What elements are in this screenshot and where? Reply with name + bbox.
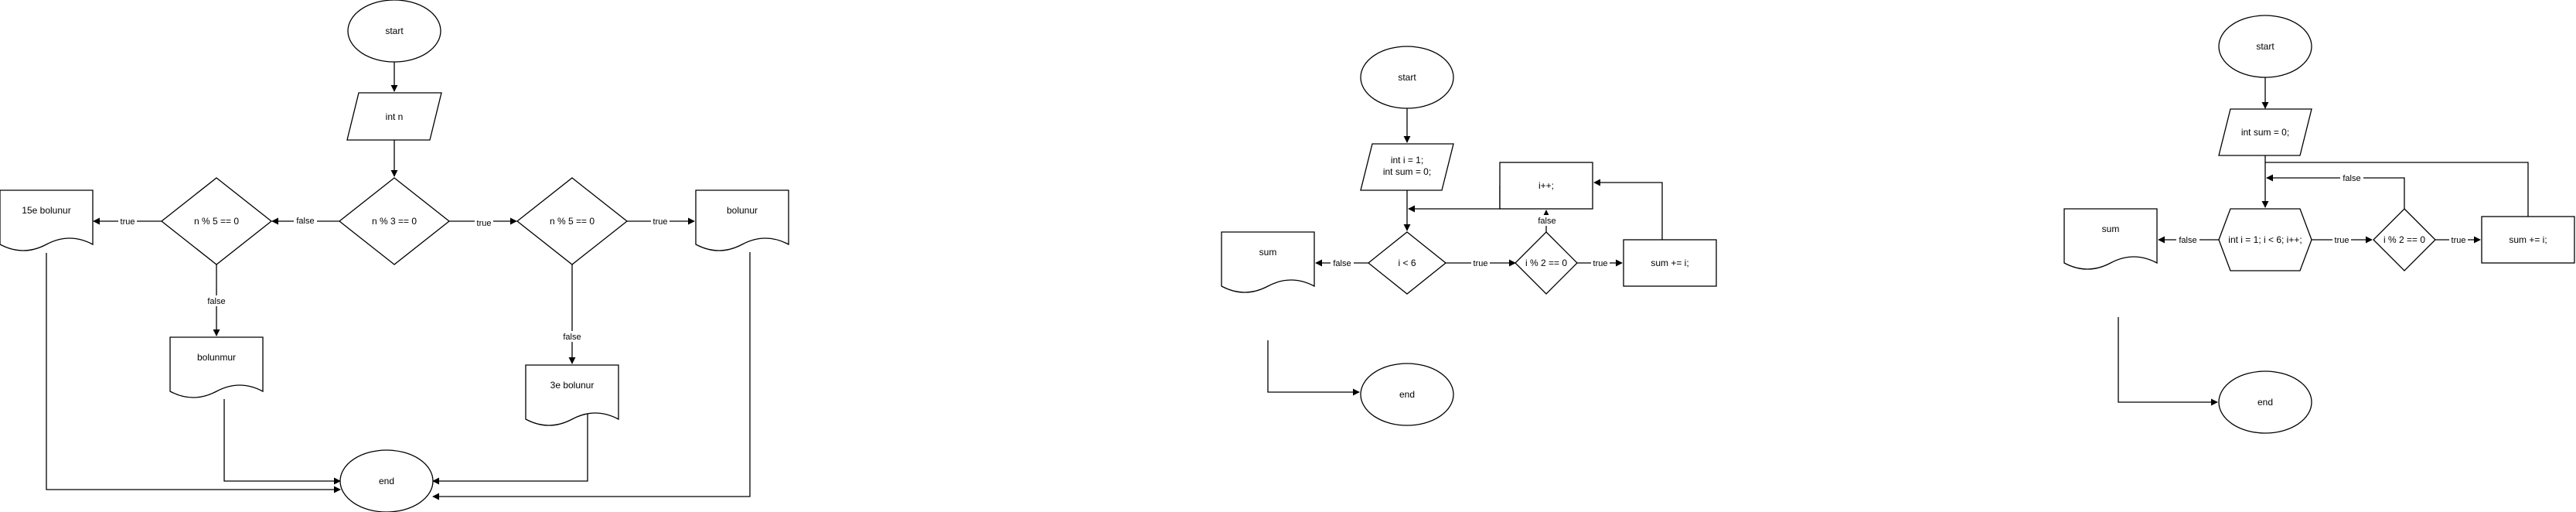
svg-text:true: true: [477, 219, 492, 228]
node-add[interactable]: sum += i;: [2481, 216, 2575, 264]
edge-label-loop-false: false: [1331, 258, 1354, 268]
node-out-bolunmur[interactable]: bolunmur: [169, 336, 264, 398]
edge-label-left-true: true: [118, 216, 137, 227]
edge-label-loop-false: false: [2176, 234, 2199, 245]
svg-text:int n: int n: [386, 111, 404, 122]
svg-text:true: true: [2335, 236, 2349, 245]
svg-text:sum: sum: [1259, 247, 1277, 258]
edge-label-loop-true: true: [2332, 234, 2351, 245]
flowchart-2: false true true false start int i = 1; i…: [1221, 46, 1717, 426]
node-cond-even[interactable]: i % 2 == 0: [1515, 231, 1578, 295]
node-out-sum[interactable]: sum: [1221, 231, 1315, 293]
node-init[interactable]: int i = 1; int sum = 0;: [1360, 143, 1454, 191]
edge-label-even-false: false: [1535, 215, 1559, 226]
svg-text:bolunur: bolunur: [727, 205, 758, 216]
edge-label-mod3-false: false: [294, 215, 317, 226]
svg-text:true: true: [2452, 236, 2466, 245]
svg-text:false: false: [2179, 236, 2196, 245]
svg-text:false: false: [563, 333, 581, 342]
node-cond-mod3[interactable]: n % 3 == 0: [338, 177, 451, 265]
svg-text:n % 5 == 0: n % 5 == 0: [550, 216, 595, 227]
svg-text:start: start: [1398, 72, 1416, 83]
node-end[interactable]: end: [2218, 370, 2312, 434]
node-start[interactable]: start: [347, 0, 441, 63]
edge-label-right-true: true: [651, 216, 670, 227]
svg-text:n % 3 == 0: n % 3 == 0: [372, 216, 417, 227]
node-out-sum[interactable]: sum: [2063, 208, 2158, 270]
svg-text:false: false: [1333, 259, 1351, 268]
svg-text:false: false: [1538, 217, 1555, 226]
svg-text:i % 2 == 0: i % 2 == 0: [2383, 234, 2425, 245]
svg-text:sum += i;: sum += i;: [1651, 258, 1688, 268]
edge-label-even-false: false: [2340, 172, 2363, 183]
svg-text:i++;: i++;: [1538, 180, 1554, 191]
svg-text:int sum = 0;: int sum = 0;: [1383, 166, 1431, 177]
edge-label-right-false: false: [561, 331, 584, 342]
edge-add-to-increment: [1593, 179, 1663, 240]
edge-bolunmur-to-end: [223, 399, 341, 485]
svg-text:sum: sum: [2102, 224, 2120, 234]
node-increment[interactable]: i++;: [1499, 162, 1593, 210]
svg-text:int i = 1; i < 6; i++;: int i = 1; i < 6; i++;: [2228, 234, 2302, 245]
svg-text:false: false: [207, 297, 225, 306]
svg-text:end: end: [1399, 389, 1415, 400]
flowchart-3: false true true false start int sum = 0;…: [2063, 15, 2575, 434]
node-cond-even[interactable]: i % 2 == 0: [2373, 208, 2436, 271]
svg-text:false: false: [296, 217, 314, 226]
edge-label-even-true: true: [2449, 234, 2468, 245]
svg-text:true: true: [1593, 259, 1608, 268]
flowchart-2-edges: [1267, 108, 1663, 396]
svg-text:start: start: [385, 26, 404, 36]
node-cond-mod5-left[interactable]: n % 5 == 0: [160, 177, 273, 265]
svg-text:i % 2 == 0: i % 2 == 0: [1525, 258, 1567, 268]
node-init[interactable]: int sum = 0;: [2218, 108, 2312, 156]
edge-label-left-false: false: [205, 295, 228, 306]
edge-sum-to-end: [1267, 340, 1360, 396]
svg-text:n % 5 == 0: n % 5 == 0: [194, 216, 239, 227]
node-out-bolunur[interactable]: bolunur: [695, 189, 789, 251]
svg-text:true: true: [653, 217, 668, 227]
edge-label-even-true: true: [1591, 258, 1610, 268]
svg-text:true: true: [121, 217, 135, 227]
node-add[interactable]: sum += i;: [1623, 239, 1717, 287]
svg-text:end: end: [379, 476, 394, 486]
edge-sum-to-end: [2118, 317, 2218, 406]
flowchart-1: false true true false true false start: [0, 0, 789, 512]
node-end[interactable]: end: [1360, 363, 1454, 426]
edge-label-loop-true: true: [1471, 258, 1490, 268]
edge-15-to-end: [46, 253, 341, 493]
svg-text:sum += i;: sum += i;: [2509, 234, 2547, 245]
edge-even-false: [2266, 174, 2405, 209]
svg-text:int sum = 0;: int sum = 0;: [2241, 127, 2289, 138]
node-out-3e-bolunur[interactable]: 3e bolunur: [525, 364, 619, 426]
node-end[interactable]: end: [339, 449, 434, 512]
node-cond-loop[interactable]: i < 6: [1367, 231, 1447, 295]
node-loop[interactable]: int i = 1; i < 6; i++;: [2218, 208, 2312, 271]
node-start[interactable]: start: [2218, 15, 2312, 78]
svg-text:false: false: [2343, 174, 2360, 183]
node-start[interactable]: start: [1360, 46, 1454, 109]
node-input-n[interactable]: int n: [346, 92, 442, 141]
edge-add-to-loop: [2265, 162, 2529, 217]
svg-text:start: start: [2256, 41, 2274, 52]
svg-text:int i = 1;: int i = 1;: [1391, 155, 1423, 166]
svg-text:i < 6: i < 6: [1398, 258, 1416, 268]
node-cond-mod5-right[interactable]: n % 5 == 0: [516, 177, 629, 265]
node-out-15e-bolunur[interactable]: 15e bolunur: [0, 189, 94, 251]
svg-text:bolunmur: bolunmur: [197, 352, 236, 363]
svg-text:end: end: [2257, 397, 2273, 408]
edge-label-mod3-true: true: [475, 217, 493, 228]
svg-text:true: true: [1474, 259, 1488, 268]
edge-bolunur-to-end: [432, 252, 751, 500]
svg-text:3e bolunur: 3e bolunur: [550, 380, 595, 391]
svg-text:15e bolunur: 15e bolunur: [22, 205, 70, 216]
